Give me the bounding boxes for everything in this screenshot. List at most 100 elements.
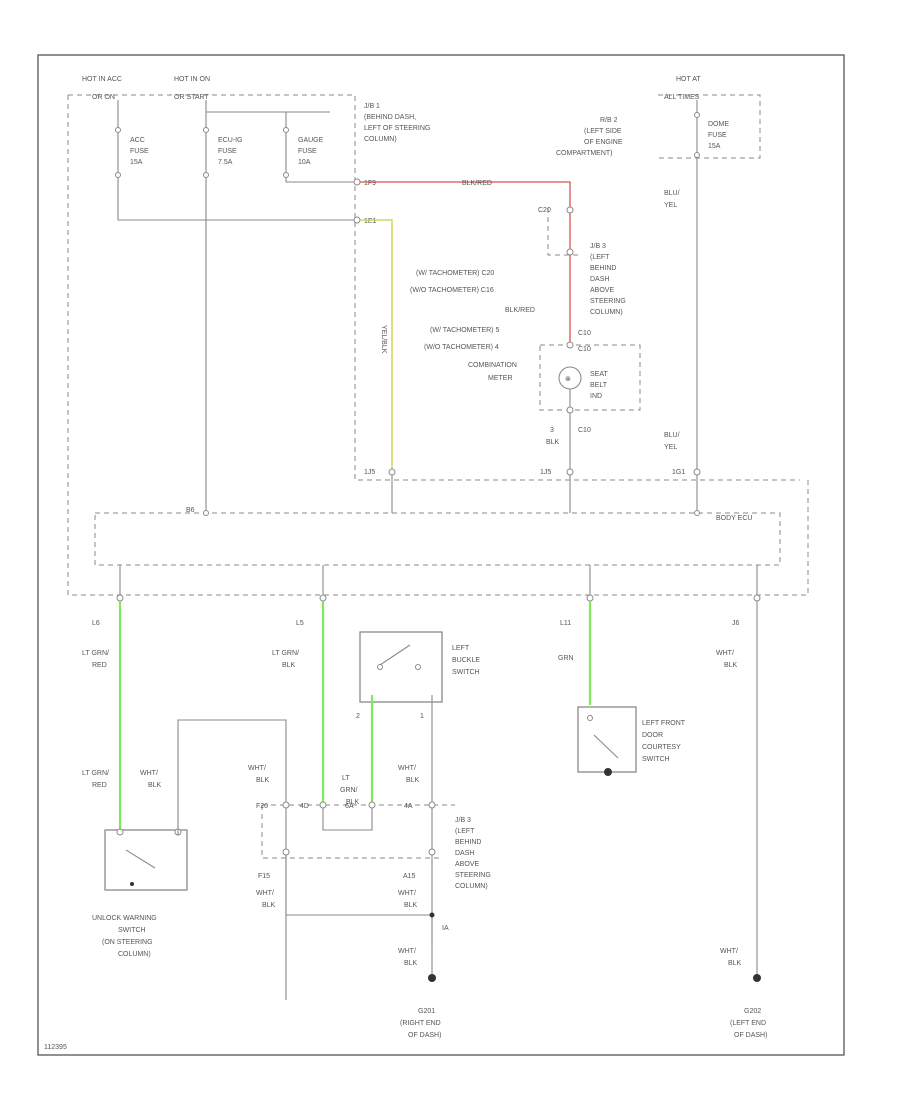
wht-blk-d1: WHT/ xyxy=(256,890,274,897)
ecu-fuse-word: FUSE xyxy=(218,148,237,155)
conn-c20-label: C20 xyxy=(538,207,551,214)
rb2-label-4: COMPARTMENT) xyxy=(556,150,613,157)
buckle-pin-2: 2 xyxy=(356,713,360,720)
lt-grn-red-2a: LT GRN/ xyxy=(82,770,109,777)
wht-blk-d2: BLK xyxy=(262,902,276,909)
dome-fuse-rating: 15A xyxy=(708,143,721,150)
conn-1f9 xyxy=(353,178,361,186)
lt-grn-blk-2a: LT xyxy=(342,775,350,782)
meter-pin-top xyxy=(566,341,574,349)
conn-1g1-label: 1G1 xyxy=(672,469,685,476)
tach-label-3: (W/ TACHOMETER) 5 xyxy=(430,327,499,334)
lt-grn-red-2b: RED xyxy=(92,782,107,789)
tach-label-1: (W/ TACHOMETER) C20 xyxy=(416,270,494,277)
dome-fuse-word: FUSE xyxy=(708,132,727,139)
unlock-label-4: COLUMN) xyxy=(118,951,151,958)
conn-4 xyxy=(566,248,574,256)
jb3-bottom-label-4: DASH xyxy=(455,850,474,857)
combination-meter-box xyxy=(539,344,641,411)
acc-fuse-word: FUSE xyxy=(130,148,149,155)
wht-blk-a2: BLK xyxy=(148,782,162,789)
wht-blk-h2: BLK xyxy=(728,960,742,967)
conn-b6-label: B6 xyxy=(186,507,195,514)
conn-l5 xyxy=(319,594,327,602)
conn-l6-label: L6 xyxy=(92,620,100,627)
gauge-fuse-bottom xyxy=(283,172,289,178)
conn-6a-label: 6A xyxy=(345,803,354,810)
courtesy-ground-icon xyxy=(604,768,612,776)
g202-label-3: OF DASH) xyxy=(734,1032,767,1039)
gauge-fuse-rating: 10A xyxy=(298,159,311,166)
wht-blk-f2: BLK xyxy=(404,960,418,967)
conn-1j5-b xyxy=(566,468,574,476)
ecu-fuse-name: ECU-IG xyxy=(218,137,243,144)
seatbelt-label-2: BELT xyxy=(590,382,608,389)
wht-blk-e1: WHT/ xyxy=(398,890,416,897)
buckle-contact-b xyxy=(415,664,421,670)
buckle-switch-blade xyxy=(379,644,411,666)
unlock-switch-box xyxy=(104,829,188,891)
wht-blk-g1: WHT/ xyxy=(716,650,734,657)
jb3-top-label-5: ABOVE xyxy=(590,287,614,294)
buckle-label-3: SWITCH xyxy=(452,669,480,676)
courtesy-blade xyxy=(593,734,619,759)
blk-red-wire xyxy=(360,181,571,345)
indicator-glyph: ⊗ xyxy=(565,376,571,383)
gauge-fuse-word: FUSE xyxy=(298,148,317,155)
courtesy-label-3: COURTESY xyxy=(642,744,681,751)
jb1-label-4: COLUMN) xyxy=(364,136,397,143)
courtesy-contact xyxy=(587,715,593,721)
g202-ground-icon xyxy=(753,974,761,982)
acc-fuse-rating: 15A xyxy=(130,159,143,166)
hot-all-label-2: ALL TIMES xyxy=(664,94,700,101)
lt-grn-blk-1b: BLK xyxy=(282,662,296,669)
jb3-top-label-6: STEERING xyxy=(590,298,626,305)
lt-grn-blk-2b: GRN/ xyxy=(340,787,358,794)
wht-blk-a1: WHT/ xyxy=(140,770,158,777)
grn-label: GRN xyxy=(558,655,574,662)
conn-l11-label: L11 xyxy=(560,620,571,627)
hot-acc-label-2: OR ON xyxy=(92,94,115,101)
unlock-label-2: SWITCH xyxy=(118,927,146,934)
body-ecu-box xyxy=(94,512,781,566)
hot-acc-label-1: HOT IN ACC xyxy=(82,76,122,83)
conn-1e1 xyxy=(353,216,361,224)
conn-4d-label: 4D xyxy=(300,803,309,810)
meter-wire-label: BLK/RED xyxy=(505,307,535,314)
conn-4d xyxy=(319,801,327,809)
lt-grn-red-1a: LT GRN/ xyxy=(82,650,109,657)
conn-1g1 xyxy=(693,468,701,476)
wht-blk-b2: BLK xyxy=(256,777,270,784)
body-ecu-label: BODY ECU xyxy=(716,515,752,522)
jb3-jumper xyxy=(322,805,373,831)
wht-blk-b1: WHT/ xyxy=(248,765,266,772)
dome-fuse-top xyxy=(694,112,700,118)
conn-1f9-label: 1F9 xyxy=(364,180,376,187)
combination-label-1: COMBINATION xyxy=(468,362,517,369)
unlock-switch-blade xyxy=(125,849,156,869)
hot-on-label-2: OR START xyxy=(174,94,209,101)
yel-blk-wire-label: YEL/BLK xyxy=(380,325,387,354)
conn-l11 xyxy=(586,594,594,602)
unlock-label-1: UNLOCK WARNING xyxy=(92,915,157,922)
conn-f20 xyxy=(282,801,290,809)
blu-yel-bot-1: BLU/ xyxy=(664,432,680,439)
buckle-switch-box xyxy=(359,631,443,703)
conn-1j5-b-label: 1J5 xyxy=(540,469,551,476)
g201-label-2: (RIGHT END xyxy=(400,1020,441,1027)
conn-ia-label: IA xyxy=(442,925,449,932)
jb3-bottom-label-5: ABOVE xyxy=(455,861,479,868)
jb3-bottom-label-7: COLUMN) xyxy=(455,883,488,890)
jb3-top-label-7: COLUMN) xyxy=(590,309,623,316)
conn-f15 xyxy=(282,848,290,856)
jb1-boundary xyxy=(68,94,800,481)
g201-merge xyxy=(285,855,432,916)
jb3-bottom-label-3: BEHIND xyxy=(455,839,481,846)
conn-f15-label: F15 xyxy=(258,873,270,880)
hot-on-label-1: HOT IN ON xyxy=(174,76,210,83)
jb3-top-label-3: BEHIND xyxy=(590,265,616,272)
conn-l5-label: L5 xyxy=(296,620,304,627)
acc-fuse-name: ACC xyxy=(130,137,145,144)
seatbelt-label-3: IND xyxy=(590,393,602,400)
